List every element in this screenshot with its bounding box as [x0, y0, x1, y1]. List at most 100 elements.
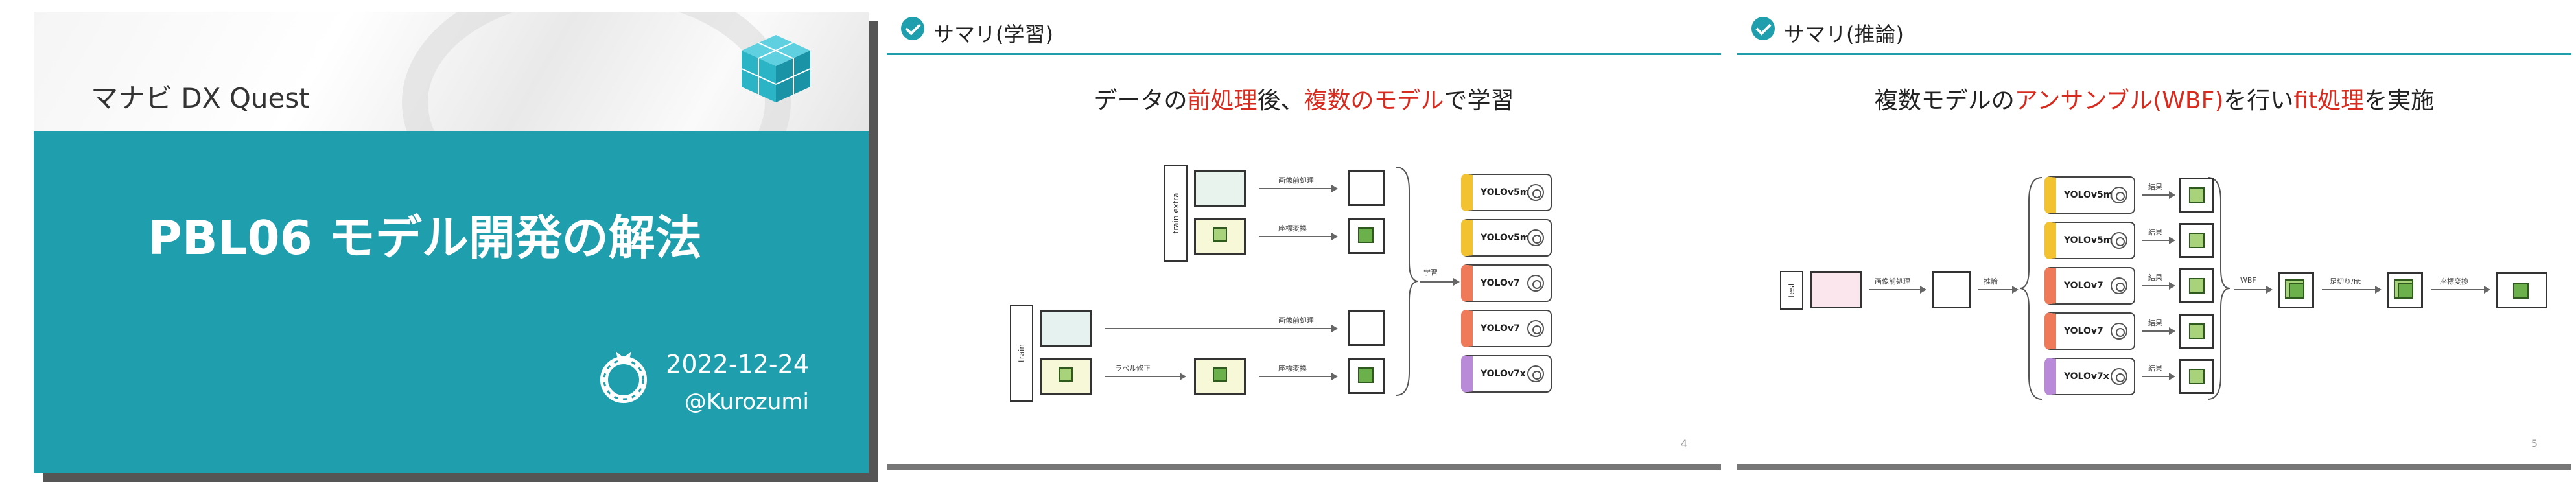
page-number: 5 [2531, 437, 2538, 450]
result-label: 結果 [2148, 228, 2162, 237]
processed-image [1348, 170, 1385, 206]
wreath-icon [600, 351, 647, 403]
fit-label: 足切り/fit [2330, 277, 2361, 286]
gear-icon [1527, 320, 1544, 337]
slide-subtitle: データの前処理後、複数のモデルで学習 [887, 82, 1721, 115]
merge-brace [1396, 167, 1419, 396]
bbox-marker [2189, 187, 2205, 203]
bbox-marker [2189, 278, 2205, 294]
subtitle-text: を行い [2223, 87, 2294, 114]
ensemble-result [2278, 272, 2314, 308]
test-image [1810, 271, 1862, 308]
train-extra-label: train extra [1171, 192, 1180, 234]
train-tag: train [1010, 305, 1033, 402]
result-label: 結果 [2148, 273, 2162, 282]
header-divider [1737, 53, 2571, 55]
model-result [2179, 359, 2214, 394]
model-card: YOLOv5m [1461, 219, 1552, 257]
model-name: YOLOv5m [1481, 233, 1530, 243]
fit-result [2387, 272, 2423, 308]
processed-image [1348, 310, 1385, 346]
subtitle-text: で学習 [1444, 87, 1514, 114]
model-card: YOLOv5m [2044, 222, 2135, 259]
gear-icon [1527, 275, 1544, 292]
bbox-marker [1213, 227, 1227, 242]
model-name: YOLOv5m [1481, 187, 1530, 198]
transformed-label [1348, 358, 1385, 394]
presentation-date: 2022-12-24 [666, 350, 809, 378]
model-name: YOLOv7 [1481, 323, 1520, 334]
model-card: YOLOv7x [2044, 358, 2135, 395]
subtitle-text: を実施 [2364, 87, 2435, 114]
slide-header: サマリ(学習) [887, 0, 1721, 55]
flow-arrow [1105, 325, 1338, 332]
gear-icon [1527, 365, 1544, 382]
flow-arrow [2234, 286, 2273, 294]
subtitle-highlight: 前処理 [1187, 87, 1258, 114]
result-label: 結果 [2148, 183, 2162, 191]
merge-brace [2207, 177, 2231, 400]
author-handle: @Kurozumi [684, 389, 809, 415]
slide-heading: サマリ(学習) [933, 22, 1053, 47]
model-result [2179, 314, 2214, 349]
bbox-marker [2189, 369, 2205, 384]
model-result [2179, 178, 2214, 213]
brand-name: マナビ DX Quest [91, 82, 310, 114]
summary-training-slide[interactable]: サマリ(学習) データの前処理後、複数のモデルで学習 train extra 画… [887, 0, 1721, 470]
model-card: YOLOv7 [1461, 310, 1552, 347]
model-name: YOLOv7 [1481, 278, 1520, 288]
model-name: YOLOv7 [2064, 281, 2103, 291]
flow-arrow [2322, 286, 2382, 294]
result-label: 結果 [2148, 319, 2162, 327]
final-result [2496, 272, 2547, 308]
label-thumbnail [1040, 358, 1092, 395]
image-thumbnail [1040, 310, 1092, 347]
page-number: 4 [1680, 437, 1687, 450]
result-label: 結果 [2148, 364, 2162, 373]
model-card: YOLOv7 [1461, 264, 1552, 302]
gear-icon [2111, 187, 2127, 203]
gear-icon [2111, 277, 2127, 294]
coord-label: 座標変換 [2440, 277, 2468, 286]
model-name: YOLOv7x [1481, 369, 1526, 379]
bbox-marker [1358, 367, 1374, 383]
preprocess-label: 画像前処理 [1278, 176, 1314, 185]
model-card: YOLOv5m [1461, 174, 1552, 211]
model-card: YOLOv7 [2044, 312, 2135, 350]
label-fix-label: ラベル修正 [1115, 364, 1151, 373]
subtitle-highlight: 複数のモデル [1304, 87, 1444, 114]
bbox-marker [2398, 283, 2413, 299]
flow-arrow [2142, 237, 2175, 244]
summary-inference-slide[interactable]: サマリ(推論) 複数モデルのアンサンブル(WBF)を行いfit処理を実施 tes… [1737, 0, 2571, 470]
gear-icon [2111, 323, 2127, 340]
subtitle-text: 複数モデルの [1874, 87, 2015, 114]
slide-heading: サマリ(推論) [1784, 22, 1904, 47]
slide-title: PBL06 モデル開発の解法 [148, 211, 702, 265]
title-band [34, 131, 869, 473]
flow-arrow [2142, 282, 2175, 290]
check-circle-icon [1751, 17, 1775, 40]
bbox-marker [2289, 283, 2304, 299]
train-label: train [1017, 344, 1026, 362]
subtitle-text: データの [1094, 87, 1188, 114]
flow-arrow [1259, 233, 1338, 240]
coord-label: 座標変換 [1278, 224, 1307, 233]
model-card: YOLOv7 [2044, 267, 2135, 305]
model-name: YOLOv7 [2064, 326, 2103, 336]
subtitle-highlight: アンサンブル(WBF) [2014, 87, 2224, 114]
bbox-marker [2189, 323, 2205, 339]
flow-arrow [1869, 286, 1926, 294]
flow-arrow [1420, 278, 1460, 286]
infer-label: 推論 [1984, 277, 1998, 286]
test-tag: test [1780, 271, 1803, 310]
title-slide[interactable]: マナビ DX Quest PBL06 モデル開発の解法 2022-12-24 @… [34, 12, 869, 473]
bbox-marker [2513, 283, 2529, 299]
flow-arrow [1105, 373, 1186, 380]
check-circle-icon [901, 17, 924, 40]
flow-arrow [1978, 286, 2019, 294]
transformed-label [1348, 218, 1385, 254]
train-extra-tag: train extra [1164, 165, 1188, 262]
model-name: YOLOv7x [2064, 371, 2109, 382]
flow-arrow [2142, 191, 2175, 199]
label-thumbnail [1194, 218, 1246, 255]
